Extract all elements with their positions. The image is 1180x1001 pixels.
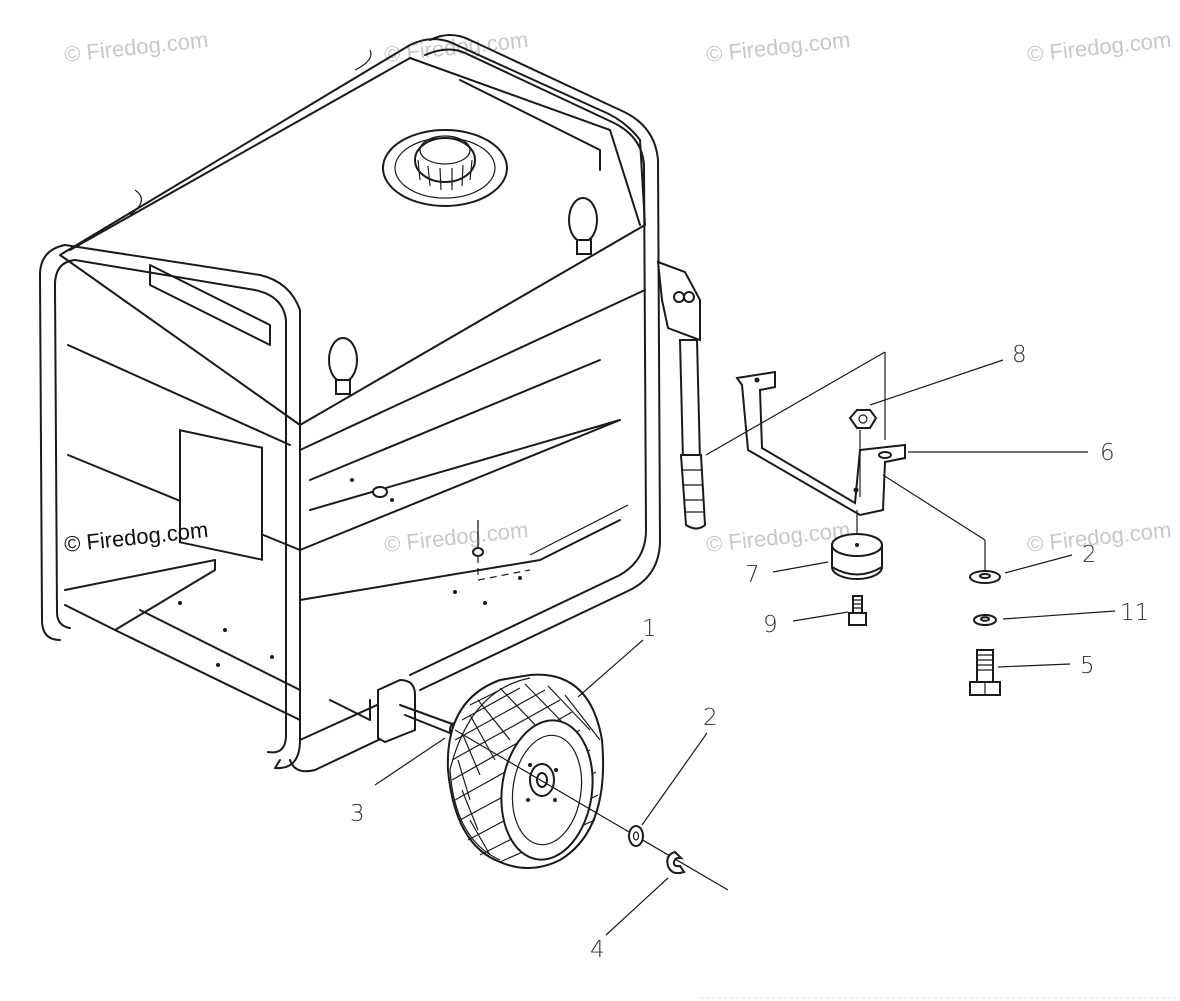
handle-assembly	[656, 260, 707, 530]
fuel-cap	[414, 137, 476, 183]
callout-1: 1	[642, 616, 657, 642]
nut	[848, 409, 878, 429]
watermark-dark: © Firedog.com	[63, 517, 209, 557]
watermark: © Firedog.com	[705, 27, 851, 67]
callout-7: 7	[745, 562, 760, 588]
callout-3: 3	[350, 801, 365, 827]
callout-8: 8	[1012, 342, 1027, 368]
callout-leaders	[374, 359, 1116, 936]
mounting-bracket	[735, 370, 906, 517]
watermark: © Firedog.com	[1026, 517, 1172, 557]
generator-frame	[39, 34, 661, 773]
callout-9: 9	[763, 612, 778, 638]
callout-2-mount: 2	[1082, 542, 1097, 568]
callout-2-axle: 2	[703, 705, 718, 731]
handle-grip	[679, 454, 707, 530]
control-panel	[179, 429, 263, 561]
watermark: © Firedog.com	[705, 517, 851, 557]
watermark: © Firedog.com	[1026, 27, 1172, 67]
axle-bracket	[377, 678, 416, 744]
axle-washer	[628, 825, 644, 847]
callout-11: 11	[1120, 600, 1149, 626]
callout-6: 6	[1100, 440, 1115, 466]
watermark: © Firedog.com	[383, 517, 529, 557]
e-clip	[666, 850, 686, 875]
screw	[848, 612, 867, 626]
callout-labels: 1 2 2 3 4 5 6 7 8 9 11	[350, 342, 1149, 963]
callout-5: 5	[1080, 653, 1095, 679]
callout-4: 4	[590, 937, 605, 963]
wheel-assembly	[446, 673, 729, 891]
mount-bracket-assembly	[705, 351, 1001, 696]
watermark: © Firedog.com	[63, 27, 209, 67]
